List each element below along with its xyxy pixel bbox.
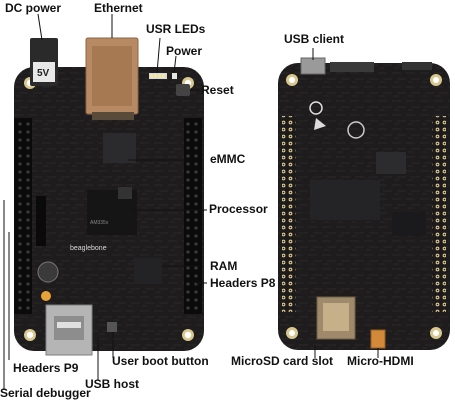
through-holes-left — [282, 116, 296, 312]
label-usb-client: USB client — [284, 32, 345, 46]
line-dc-power — [37, 13, 43, 41]
through-holes-right — [432, 116, 446, 312]
power-led — [172, 73, 177, 79]
reset-button — [176, 84, 190, 96]
jack-marking: 5V — [37, 68, 50, 79]
label-micro-hdmi: Micro-HDMI — [347, 354, 414, 368]
label-serial-debugger: Serial debugger — [0, 386, 91, 400]
label-dc-power: DC power — [5, 1, 62, 15]
serial-debug-pins — [36, 196, 46, 246]
label-usr-leds: USR LEDs — [146, 22, 206, 36]
label-headers-p8: Headers P8 — [210, 276, 276, 290]
header-p9 — [14, 118, 32, 314]
board-name-silkscreen: beaglebone — [70, 245, 107, 252]
label-power: Power — [166, 44, 203, 58]
label-emmc: eMMC — [210, 152, 246, 166]
board-front: 5V AM335x beaglebone — [14, 37, 204, 356]
header-p8 — [184, 118, 202, 314]
usb-client-port — [300, 57, 326, 75]
line-usr-leds — [156, 37, 161, 74]
label-usb-host: USB host — [85, 377, 139, 391]
label-ram: RAM — [210, 259, 238, 273]
ram-chip — [134, 258, 162, 284]
callout-lines — [3, 13, 379, 390]
label-headers-p9: Headers P9 — [13, 361, 79, 375]
label-ethernet: Ethernet — [94, 1, 143, 15]
label-processor: Processor — [209, 202, 268, 216]
board-back — [278, 57, 450, 350]
svg-text:AM335x: AM335x — [90, 220, 109, 226]
label-user-boot-button: User boot button — [112, 354, 209, 368]
micro-hdmi-port — [370, 329, 386, 349]
user-boot-button — [107, 322, 117, 332]
emmc-chip — [103, 133, 136, 163]
line-power — [173, 55, 177, 74]
label-reset: Reset — [201, 83, 234, 97]
capacitor — [37, 261, 59, 283]
label-microsd-card-slot: MicroSD card slot — [231, 354, 334, 368]
